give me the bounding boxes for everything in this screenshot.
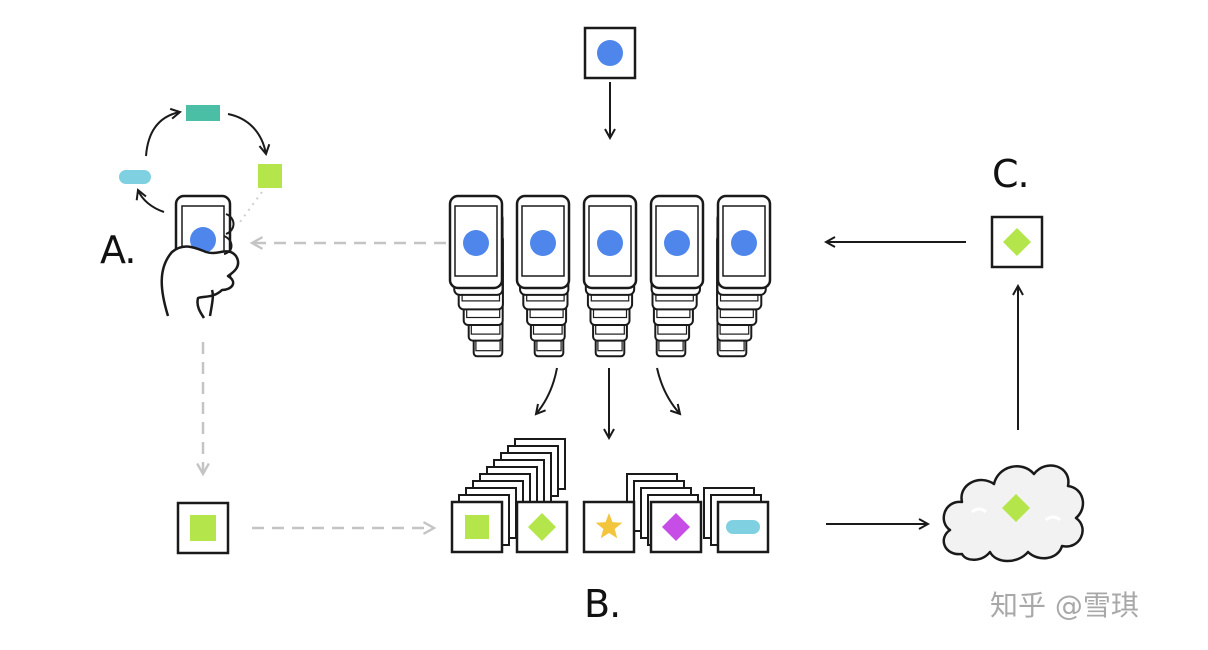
label-b: B.	[584, 582, 621, 626]
model-dot	[463, 230, 489, 256]
local-update-card	[176, 501, 230, 555]
client-phone	[649, 194, 705, 290]
update-card-square	[450, 500, 504, 554]
device-model-dot	[190, 227, 216, 253]
local-training-cycle	[119, 105, 282, 223]
model-dot	[530, 230, 556, 256]
hand-holding-phone	[160, 194, 240, 319]
teal-bar	[186, 105, 220, 121]
update-card-pill	[716, 500, 770, 554]
arrow-fleet-to-updates-left	[536, 367, 558, 414]
update-card-diamond	[515, 500, 569, 554]
green-square	[258, 164, 282, 188]
cloud-server	[942, 464, 1085, 563]
model-dot	[731, 230, 757, 256]
improved-model-card	[990, 215, 1044, 269]
client-phone	[582, 194, 638, 290]
label-c: C.	[992, 152, 1030, 196]
label-a: A.	[100, 228, 136, 272]
model-dot	[597, 230, 623, 256]
client-phone	[515, 194, 571, 290]
client-phone	[448, 194, 504, 290]
watermark: 知乎 @雪琪	[990, 589, 1139, 622]
arrow-fleet-to-updates-right	[656, 367, 680, 414]
update-card-diamond	[649, 500, 703, 554]
model-dot	[664, 230, 690, 256]
phone-fleet	[448, 194, 772, 358]
update-card-star	[582, 500, 636, 554]
client-phone	[716, 194, 772, 290]
cyan-pill	[119, 170, 151, 184]
global-model-card	[583, 26, 637, 80]
update-stacks	[450, 438, 770, 554]
aggregated-diamond	[1002, 494, 1030, 522]
